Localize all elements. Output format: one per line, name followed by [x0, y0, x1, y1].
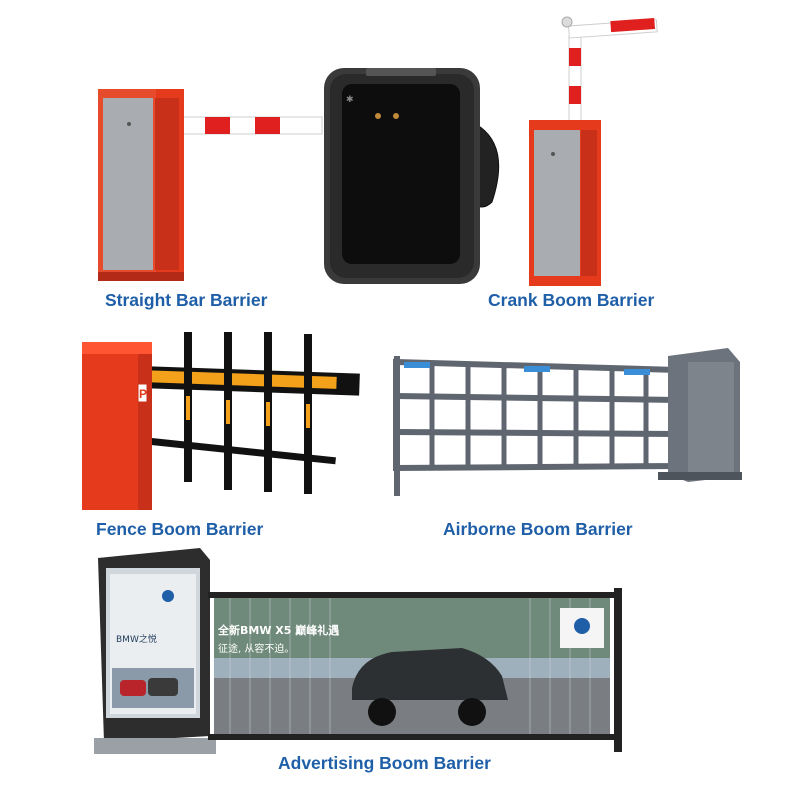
fence-boom-barrier-image: P	[80, 330, 365, 512]
advertising-boom-barrier-image: BMW之悦 全新BMW X5 巅峰礼遇 征途, 从容不迫。	[90, 548, 630, 756]
caption-airborne-boom-barrier: Airborne Boom Barrier	[443, 519, 633, 539]
card-reader-device-image: ✱	[322, 62, 512, 288]
straight-bar-barrier-image	[95, 84, 327, 284]
caption-fence-boom-barrier: Fence Boom Barrier	[96, 519, 264, 539]
airborne-boom-barrier-image	[388, 348, 744, 504]
svg-text:✱: ✱	[346, 95, 354, 105]
ad-brand-text: BMW之悦	[116, 635, 157, 645]
crank-boom-barrier-image	[525, 16, 665, 288]
caption-advertising-boom-barrier: Advertising Boom Barrier	[278, 753, 491, 773]
ad-subline: 征途, 从容不迫。	[218, 644, 295, 655]
svg-text:P: P	[139, 387, 147, 401]
boom-arm	[176, 116, 323, 135]
caption-crank-boom-barrier: Crank Boom Barrier	[488, 290, 655, 310]
ad-headline: 全新BMW X5 巅峰礼遇	[218, 624, 340, 637]
caption-straight-bar-barrier: Straight Bar Barrier	[105, 290, 268, 310]
